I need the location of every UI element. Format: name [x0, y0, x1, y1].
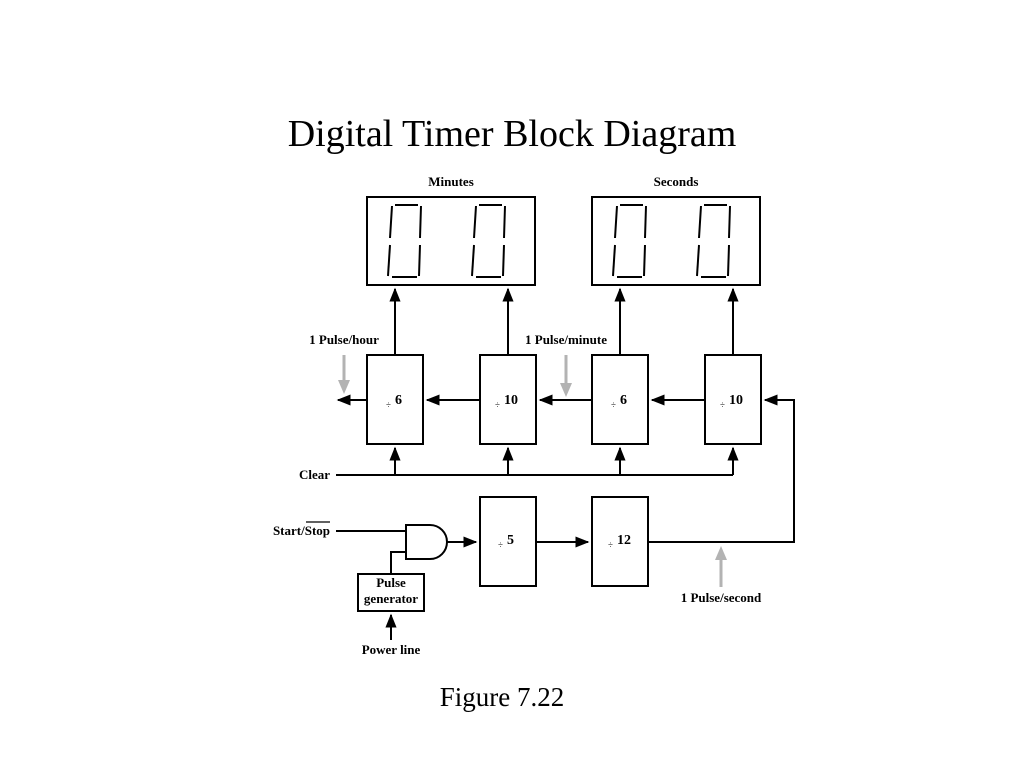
seconds-display	[591, 196, 761, 286]
counter-value: 6	[620, 393, 627, 408]
divide-symbol: ÷	[495, 400, 500, 410]
counter-minutes-tens: ÷ 6	[366, 354, 424, 445]
pulse-generator: Pulse generator	[357, 573, 425, 612]
counter-value: 5	[507, 533, 514, 548]
pulse-generator-label: Pulse	[376, 575, 406, 590]
power-line-label: Power line	[362, 642, 421, 657]
counter-seconds-units: ÷ 10	[704, 354, 762, 445]
divide-symbol: ÷	[498, 540, 503, 550]
counter-value: 12	[617, 533, 631, 548]
seven-segment-digit	[696, 204, 731, 278]
figure-caption: Figure 7.22	[439, 682, 565, 712]
counter-minutes-units: ÷ 10	[479, 354, 537, 445]
minutes-label: Minutes	[428, 174, 474, 189]
wire-generator-to-gate	[390, 551, 406, 574]
start-stop-label: Start/Stop	[273, 523, 330, 538]
pulse-minute-label: 1 Pulse/minute	[525, 332, 607, 347]
pulse-second-label: 1 Pulse/second	[681, 590, 762, 605]
counter-value: 10	[504, 393, 518, 408]
divide-symbol: ÷	[720, 400, 725, 410]
pulse-generator-label: generator	[364, 591, 418, 606]
seven-segment-digit	[612, 204, 647, 278]
divide-symbol: ÷	[608, 540, 613, 550]
seconds-label: Seconds	[654, 174, 699, 189]
counter-value: 10	[729, 393, 743, 408]
pulse-hour-label: 1 Pulse/hour	[309, 332, 379, 347]
divide-symbol: ÷	[611, 400, 616, 410]
minutes-display	[366, 196, 536, 286]
counter-seconds-tens: ÷ 6	[591, 354, 649, 445]
and-gate	[405, 524, 448, 560]
seven-segment-digit	[471, 204, 506, 278]
wire-second-pulse-feedback	[648, 394, 795, 543]
divide-symbol: ÷	[386, 400, 391, 410]
counter-div5: ÷ 5	[479, 496, 537, 587]
seven-segment-digit	[387, 204, 422, 278]
clear-label: Clear	[299, 467, 330, 482]
pulse-hour-arrow	[338, 355, 350, 394]
pulse-minute-arrow	[560, 355, 572, 397]
page-title: Digital Timer Block Diagram	[287, 113, 737, 155]
counter-value: 6	[395, 393, 402, 408]
pulse-second-arrow	[715, 546, 727, 587]
counter-div12: ÷ 12	[591, 496, 649, 587]
